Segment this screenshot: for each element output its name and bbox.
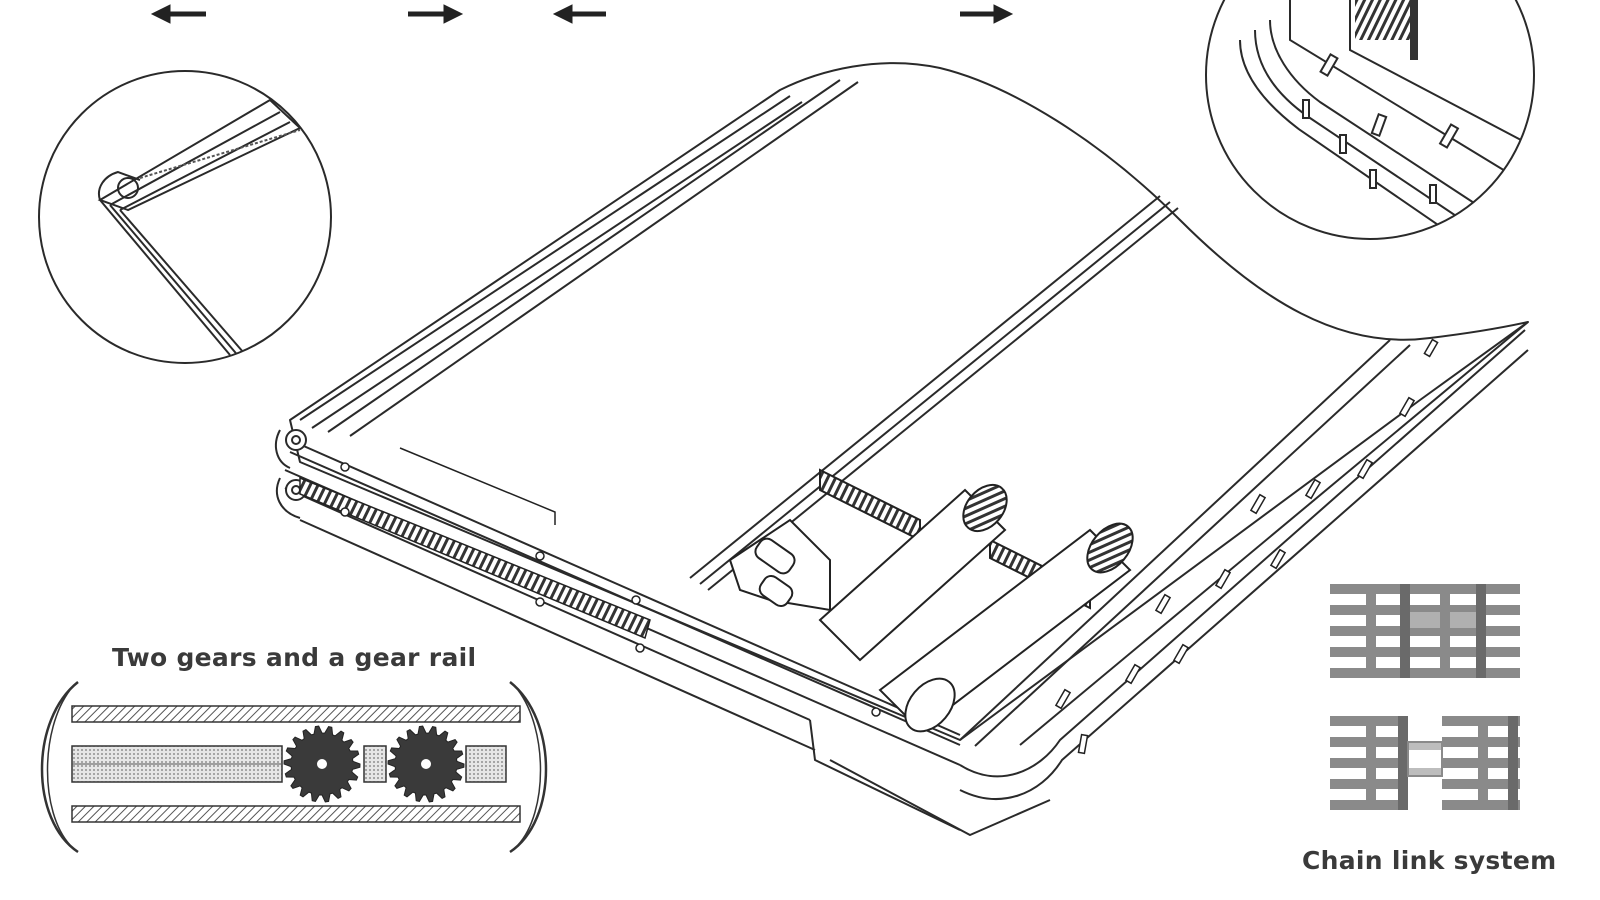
- top-rail: [71, 705, 521, 723]
- chain-hinge-detail: [1205, 0, 1535, 240]
- direction-arrows: [150, 4, 1014, 24]
- gear-icon: [387, 725, 465, 803]
- flexible-screen: [289, 62, 1529, 741]
- screen-edge-detail: [38, 70, 332, 364]
- chain-link-diagram: [1330, 584, 1520, 810]
- side-gear-rail: [299, 447, 881, 717]
- arrow-left-icon: [552, 4, 606, 24]
- laptop-body: [274, 62, 1529, 836]
- bottom-rail: [71, 805, 521, 823]
- left-bracket: [40, 681, 79, 854]
- chain-caption: Chain link system: [1302, 846, 1557, 875]
- gear-icon: [283, 725, 361, 803]
- arrow-right-icon: [960, 4, 1014, 24]
- gear-rail-diagram: [40, 681, 548, 854]
- gear-rail-segment: [465, 745, 507, 783]
- internal-roller-mechanism: [728, 468, 1134, 733]
- arrow-right-icon: [408, 4, 464, 24]
- right-bracket: [509, 681, 548, 854]
- chain-link-extended: [1330, 716, 1520, 810]
- chain-link-closed: [1330, 584, 1520, 678]
- arrow-left-icon: [150, 4, 206, 24]
- chain-slots: [1054, 338, 1439, 755]
- gears-caption: Two gears and a gear rail: [112, 643, 477, 672]
- gear-rail-segment: [363, 745, 387, 783]
